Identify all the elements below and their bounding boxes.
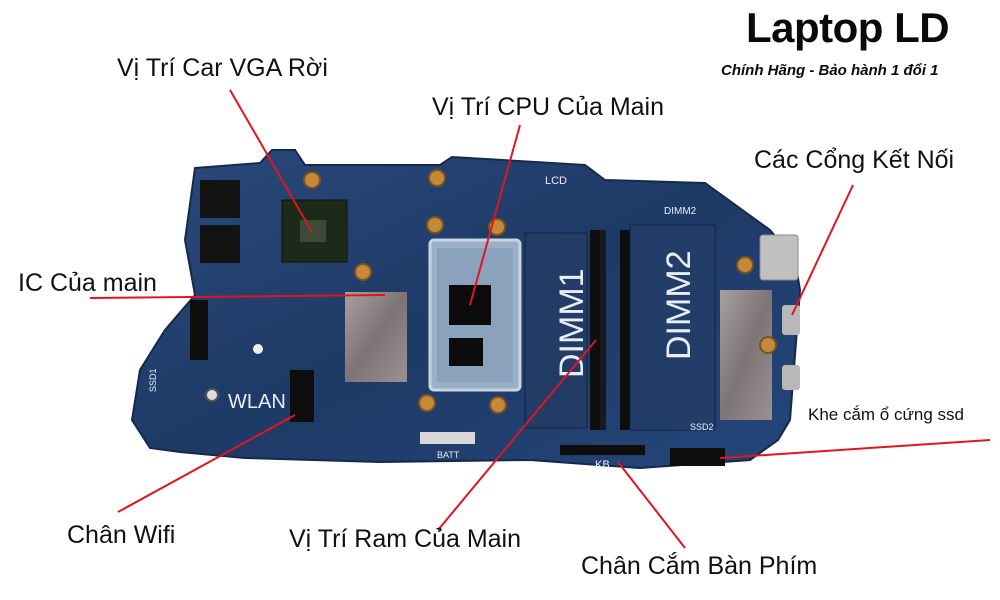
dimm1-slot <box>524 232 588 429</box>
board-mark-wlan: WLAN <box>228 391 286 413</box>
board-mark-ssd1: SSD1 <box>148 368 158 392</box>
label-vga: Vị Trí Car VGA Rời <box>117 54 328 82</box>
cpu-die-pch <box>449 338 483 366</box>
screw-holes <box>303 169 777 414</box>
leader-cpu <box>469 124 521 306</box>
usb-c-port-2 <box>782 305 800 335</box>
leader-ports <box>791 184 854 316</box>
dimm2-rail-left <box>600 230 606 430</box>
dimm1-rail-left <box>590 230 600 430</box>
brand-name: Laptop LD <box>746 4 950 51</box>
mount-hole-2 <box>253 344 263 354</box>
leader-lines <box>89 89 991 549</box>
ic-shield-right <box>720 290 772 420</box>
label-ssd: Khe cắm ổ cứng ssd <box>808 405 964 424</box>
leader-ssd <box>719 439 991 459</box>
board-mark-dimm1: DIMM1 <box>553 268 591 378</box>
board-mark-kb: KB <box>595 459 610 471</box>
dimm2-area <box>629 224 716 431</box>
board-mark-dimm2: DIMM2 <box>660 250 698 360</box>
keyboard-connector <box>560 445 645 455</box>
vga-die <box>300 220 326 242</box>
mount-hole <box>205 388 219 402</box>
leader-keyboard <box>617 461 686 549</box>
label-keyboard: Chân Cắm Bàn Phím <box>581 552 818 580</box>
battery-connector <box>420 432 475 444</box>
wlan-connector <box>290 370 314 422</box>
brand-tagline: Chính Hãng - Bảo hành 1 đổi 1 <box>721 62 939 79</box>
usb-c-port <box>759 234 799 281</box>
board-mark-dimm2-small: DIMM2 <box>664 206 697 217</box>
left-connector <box>190 300 208 360</box>
leader-vga <box>229 89 313 233</box>
leader-wifi <box>117 414 296 513</box>
board-mark-ssd2: SSD2 <box>690 422 714 432</box>
board-mark-lcd: LCD <box>545 175 567 187</box>
label-cpu: Vị Trí CPU Của Main <box>432 93 665 121</box>
label-ports: Các Cổng Kết Nối <box>754 146 955 174</box>
left-chip-top <box>200 180 240 218</box>
label-ram: Vị Trí Ram Của Main <box>289 525 522 553</box>
dimm1-rail-right <box>620 230 630 430</box>
port-3 <box>782 365 800 390</box>
label-wifi: Chân Wifi <box>67 521 176 549</box>
board-mark-batt: BATT <box>437 450 460 460</box>
left-chip-bottom <box>200 225 240 263</box>
leader-ram <box>437 339 597 531</box>
ic-shield-left <box>345 292 407 382</box>
ssd-connector <box>670 448 725 466</box>
label-ic: IC Của main <box>18 269 157 297</box>
leader-ic <box>89 294 386 299</box>
